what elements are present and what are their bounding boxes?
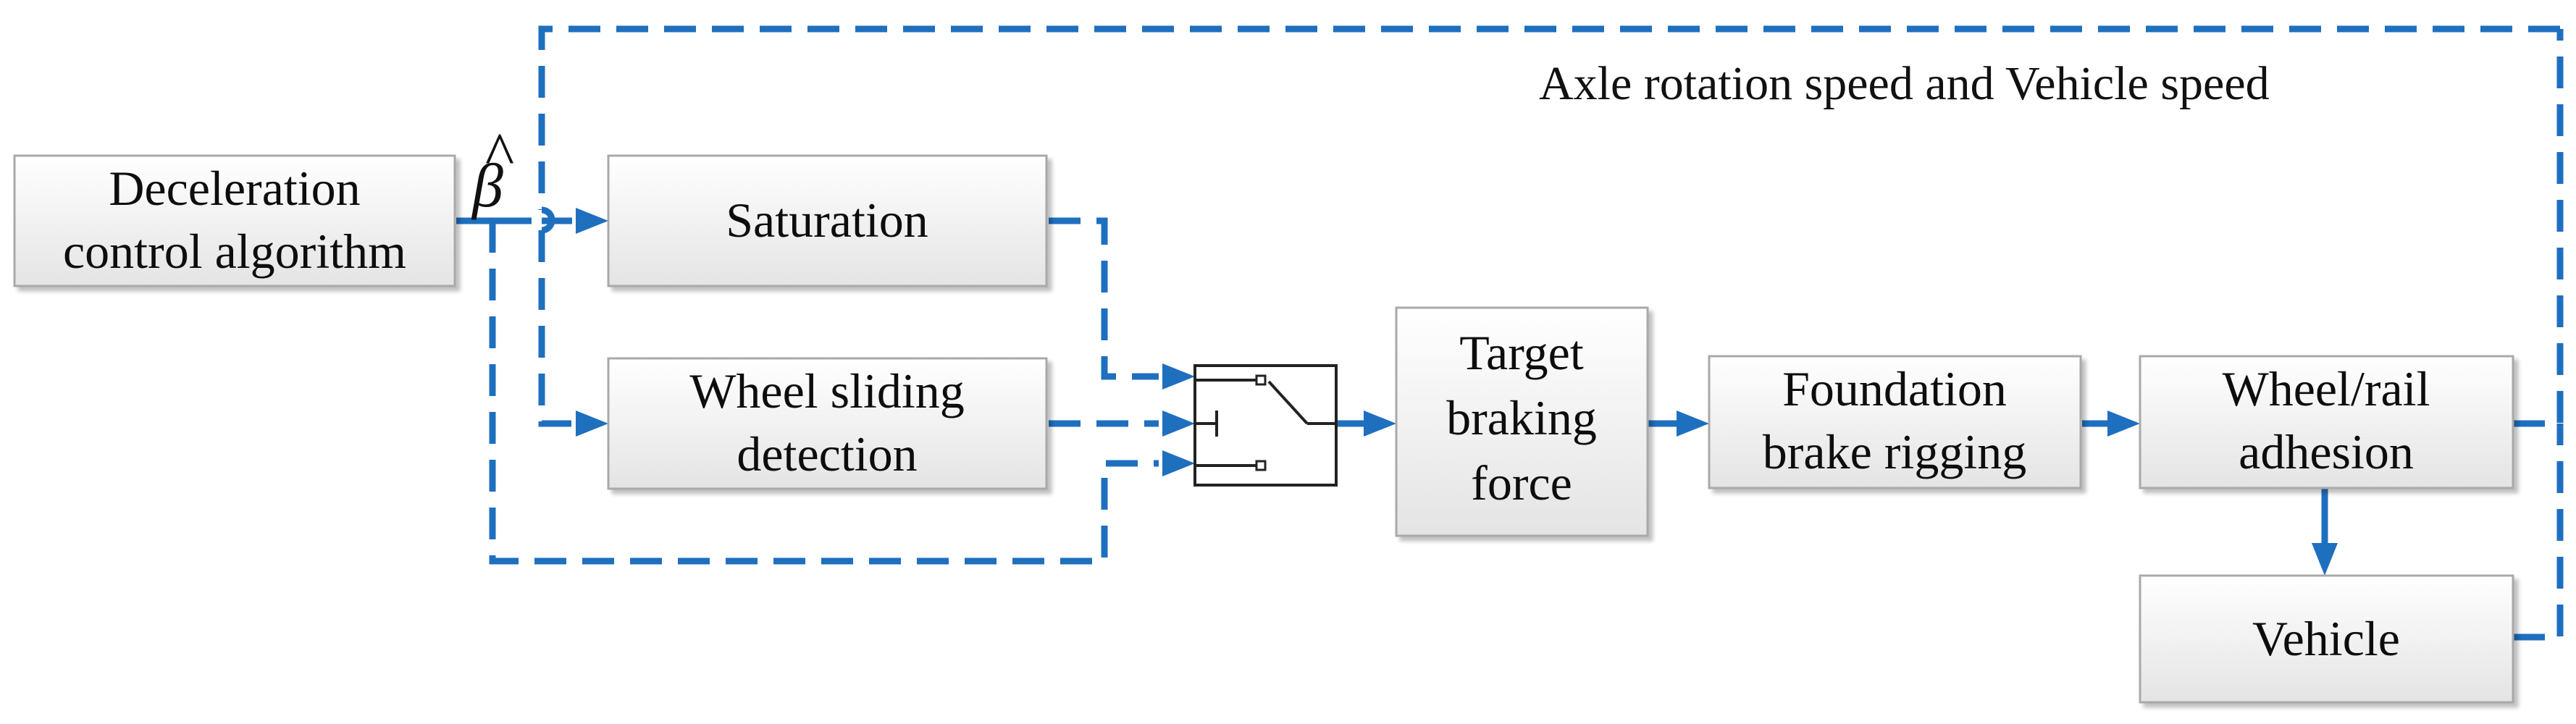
foundation-label-line2: brake rigging (1763, 424, 2026, 479)
arrow-switch-bot (1162, 450, 1195, 476)
arrow-vehicle (2312, 543, 2338, 576)
arrow-saturation (576, 208, 608, 234)
connections (456, 25, 2564, 641)
arrowheads (576, 208, 2338, 576)
sliding-label-line1: Wheel sliding (689, 363, 965, 418)
saturation-out (1049, 217, 1159, 380)
block-wheel-rail-adhesion: Wheel/rail adhesion (2139, 355, 2514, 489)
arrow-adhesion (2107, 411, 2140, 437)
arrow-switch-top (1162, 363, 1195, 390)
block-vehicle: Vehicle (2139, 574, 2514, 704)
target-label-line1: Target (1459, 325, 1584, 380)
beta-hat: ^ (484, 119, 514, 189)
feedback-right-vehicle (2513, 424, 2564, 641)
block-wheel-sliding-detection: Wheel sliding detection (607, 357, 1048, 490)
vehicle-label: Vehicle (2252, 611, 2400, 666)
block-target-braking-force: Target braking force (1395, 306, 1649, 537)
beta-symbol: β (471, 151, 503, 220)
target-label-line2: braking (1446, 390, 1597, 445)
arrow-foundation (1677, 411, 1709, 437)
adhesion-label-line2: adhesion (2239, 424, 2414, 479)
beta-down-loop (489, 221, 1159, 565)
arrow-target (1364, 411, 1396, 437)
feedback-right-adhesion (2513, 29, 2564, 427)
target-label-line3: force (1471, 455, 1572, 510)
sliding-label-line2: detection (737, 426, 917, 481)
adhesion-label-line1: Wheel/rail (2223, 361, 2430, 416)
saturation-label: Saturation (726, 193, 928, 248)
beta-hat-symbol: β ^ (471, 119, 514, 220)
arrow-switch-mid (1162, 411, 1195, 437)
foundation-label-line1: Foundation (1782, 361, 2007, 416)
feedback-down-line (538, 230, 572, 427)
block-foundation-brake-rigging: Foundation brake rigging (1708, 355, 2082, 489)
block-deceleration: Deceleration control algorithm (13, 154, 456, 287)
block-saturation: Saturation (607, 154, 1048, 287)
decel-label-line1: Deceleration (109, 161, 360, 216)
feedback-top-line (538, 25, 2560, 210)
switch-block (1193, 364, 1338, 487)
feedback-label: Axle rotation speed and Vehicle speed (1539, 57, 2270, 110)
decel-label-line2: control algorithm (63, 224, 406, 279)
arrow-sliding (576, 411, 608, 437)
